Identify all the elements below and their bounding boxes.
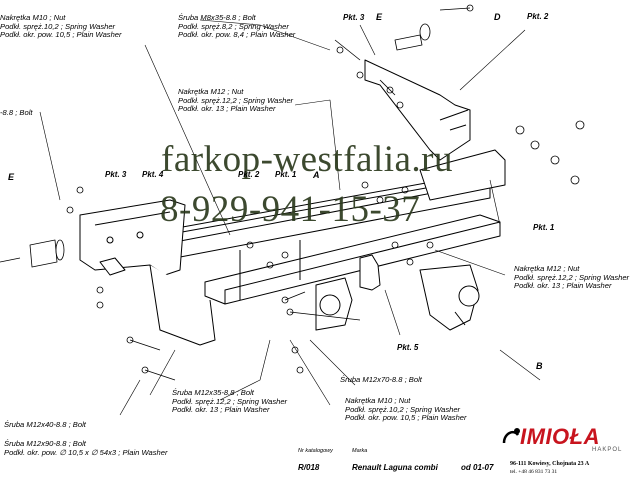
part-letter-e-top: E (376, 12, 383, 22)
hakpol-logo-icon (502, 428, 520, 444)
brand-phone: tel. +48 46 831 73 31 (510, 469, 558, 475)
point-3-top: Pkt. 3 (343, 13, 365, 22)
part-letter-b: B (536, 361, 543, 371)
point-5: Pkt. 5 (397, 343, 419, 352)
label-bolt-m8: Śruba M8x35-8.8 ; Bolt Podkł. spręż.8,2 … (178, 13, 296, 40)
label-bolt-m12x90: Śruba M12x90-8.8 ; Bolt Podkł. okr. pow.… (4, 439, 168, 457)
model-value: Renault Laguna combi (352, 463, 438, 472)
brand-sub: HAKPOL (592, 447, 623, 453)
point-1-right: Pkt. 1 (533, 223, 555, 232)
year-value: od 01-07 (461, 463, 494, 472)
label-nut-m12-mid: Nakrętka M12 ; Nut Podkł. spręż.12,2 ; S… (178, 87, 294, 114)
left-bracket (79, 199, 216, 346)
part-letter-e-left: E (8, 172, 15, 182)
catalog-label: Nr katalogowy (298, 448, 333, 454)
label-bolt-m12x40: Śruba M12x40-8.8 ; Bolt (4, 420, 86, 429)
watermark-url: farkop-westfalia.ru (161, 139, 454, 180)
bolts-washers (0, 4, 585, 381)
brand-name: IMIOŁA (520, 424, 600, 449)
label-bolt-m12x70: Śruba M12x70-8.8 ; Bolt (340, 375, 422, 384)
point-3-left: Pkt. 3 (105, 170, 127, 179)
label-bolt-m12x35: Śruba M12x35-8.8 ; Bolt Podkł. spręż.12,… (172, 388, 288, 415)
label-bolt-left: -8.8 ; Bolt (0, 108, 33, 117)
watermark-phone: 8-929-941-15-37 (160, 189, 421, 230)
part-letter-d: D (494, 12, 501, 22)
socket-plate (315, 277, 353, 331)
point-2-mid: Pkt. 2 (238, 170, 260, 179)
ball-neck (359, 254, 480, 331)
part-letter-a: A (313, 170, 320, 180)
brand-label: Marka (352, 448, 368, 454)
point-2-top: Pkt. 2 (527, 12, 549, 21)
brand-address: 96-111 Kowiesy, Chojnata 23 A (510, 461, 590, 467)
leader-lines (39, 19, 541, 416)
label-nut-m10-top: Nakrętka M10 ; Nut Podkł. spręż.10,2 ; S… (0, 13, 122, 40)
point-4-left: Pkt. 4 (142, 170, 164, 179)
catalog-value: R/018 (298, 463, 320, 472)
label-nut-m12-right: Nakrętka M12 ; Nut Podkł. spręż.12,2 ; S… (514, 264, 630, 291)
right-bracket (364, 59, 506, 201)
point-1-mid: Pkt. 1 (275, 170, 297, 179)
label-nut-m10-bottom: Nakrętka M10 ; Nut Podkł. spręż.10,2 ; S… (345, 396, 467, 423)
